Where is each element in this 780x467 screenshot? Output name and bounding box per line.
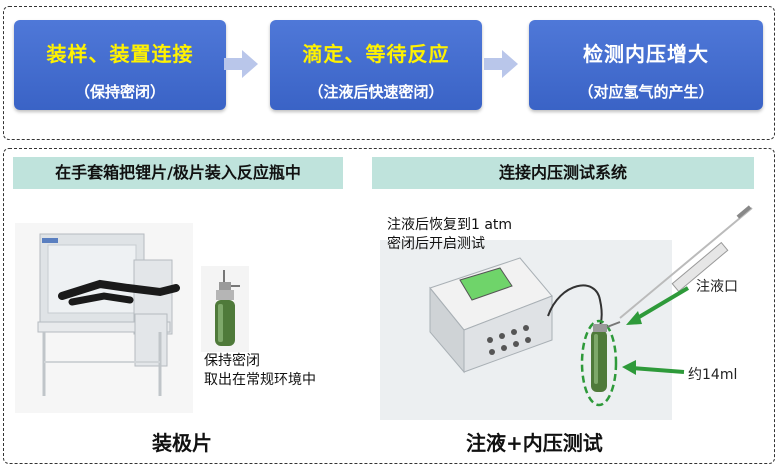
right-panel-caption: 注液+内压测试 xyxy=(466,431,603,455)
left-panel-caption: 装极片 xyxy=(152,431,212,455)
bottle-volume-label: 约14ml xyxy=(688,367,738,383)
right-arrow-icon xyxy=(484,50,518,78)
injection-port-label: 注液口 xyxy=(696,279,738,295)
note-line-keep-sealed: 保持密闭 xyxy=(204,353,260,369)
step-1-box: 装样、装置连接 （保持密闭） xyxy=(14,20,226,110)
procedure-details-frame xyxy=(3,148,775,464)
step-3-title: 检测内压增大 xyxy=(583,42,709,66)
step-2-title: 滴定、等待反应 xyxy=(302,42,450,66)
step-1-title: 装样、装置连接 xyxy=(46,42,194,66)
note-line-restore-pressure: 注液后恢复到1 atm xyxy=(387,217,513,233)
left-panel-note: 保持密闭 取出在常规环境中 xyxy=(204,352,316,390)
step-2-box: 滴定、等待反应 （注液后快速密闭） xyxy=(270,20,482,110)
step-3-box: 检测内压增大 （对应氢气的产生） xyxy=(529,20,763,110)
step-2-subtitle: （注液后快速密闭） xyxy=(308,83,444,101)
left-panel-header: 在手套箱把锂片/极片装入反应瓶中 xyxy=(13,157,343,189)
step-1-subtitle: （保持密闭） xyxy=(74,83,165,101)
right-arrow-icon xyxy=(224,50,258,78)
right-panel-header: 连接内压测试系统 xyxy=(372,157,754,189)
process-steps-frame xyxy=(3,6,775,140)
step-3-subtitle: （对应氢气的产生） xyxy=(578,83,714,101)
glovebox-illustration xyxy=(15,223,193,413)
pressure-test-system-illustration xyxy=(380,205,753,420)
sealed-bottle-illustration xyxy=(201,266,249,352)
note-line-start-test: 密闭后开启测试 xyxy=(387,236,485,252)
right-panel-note: 注液后恢复到1 atm 密闭后开启测试 xyxy=(387,216,512,254)
note-line-take-out: 取出在常规环境中 xyxy=(204,372,316,388)
